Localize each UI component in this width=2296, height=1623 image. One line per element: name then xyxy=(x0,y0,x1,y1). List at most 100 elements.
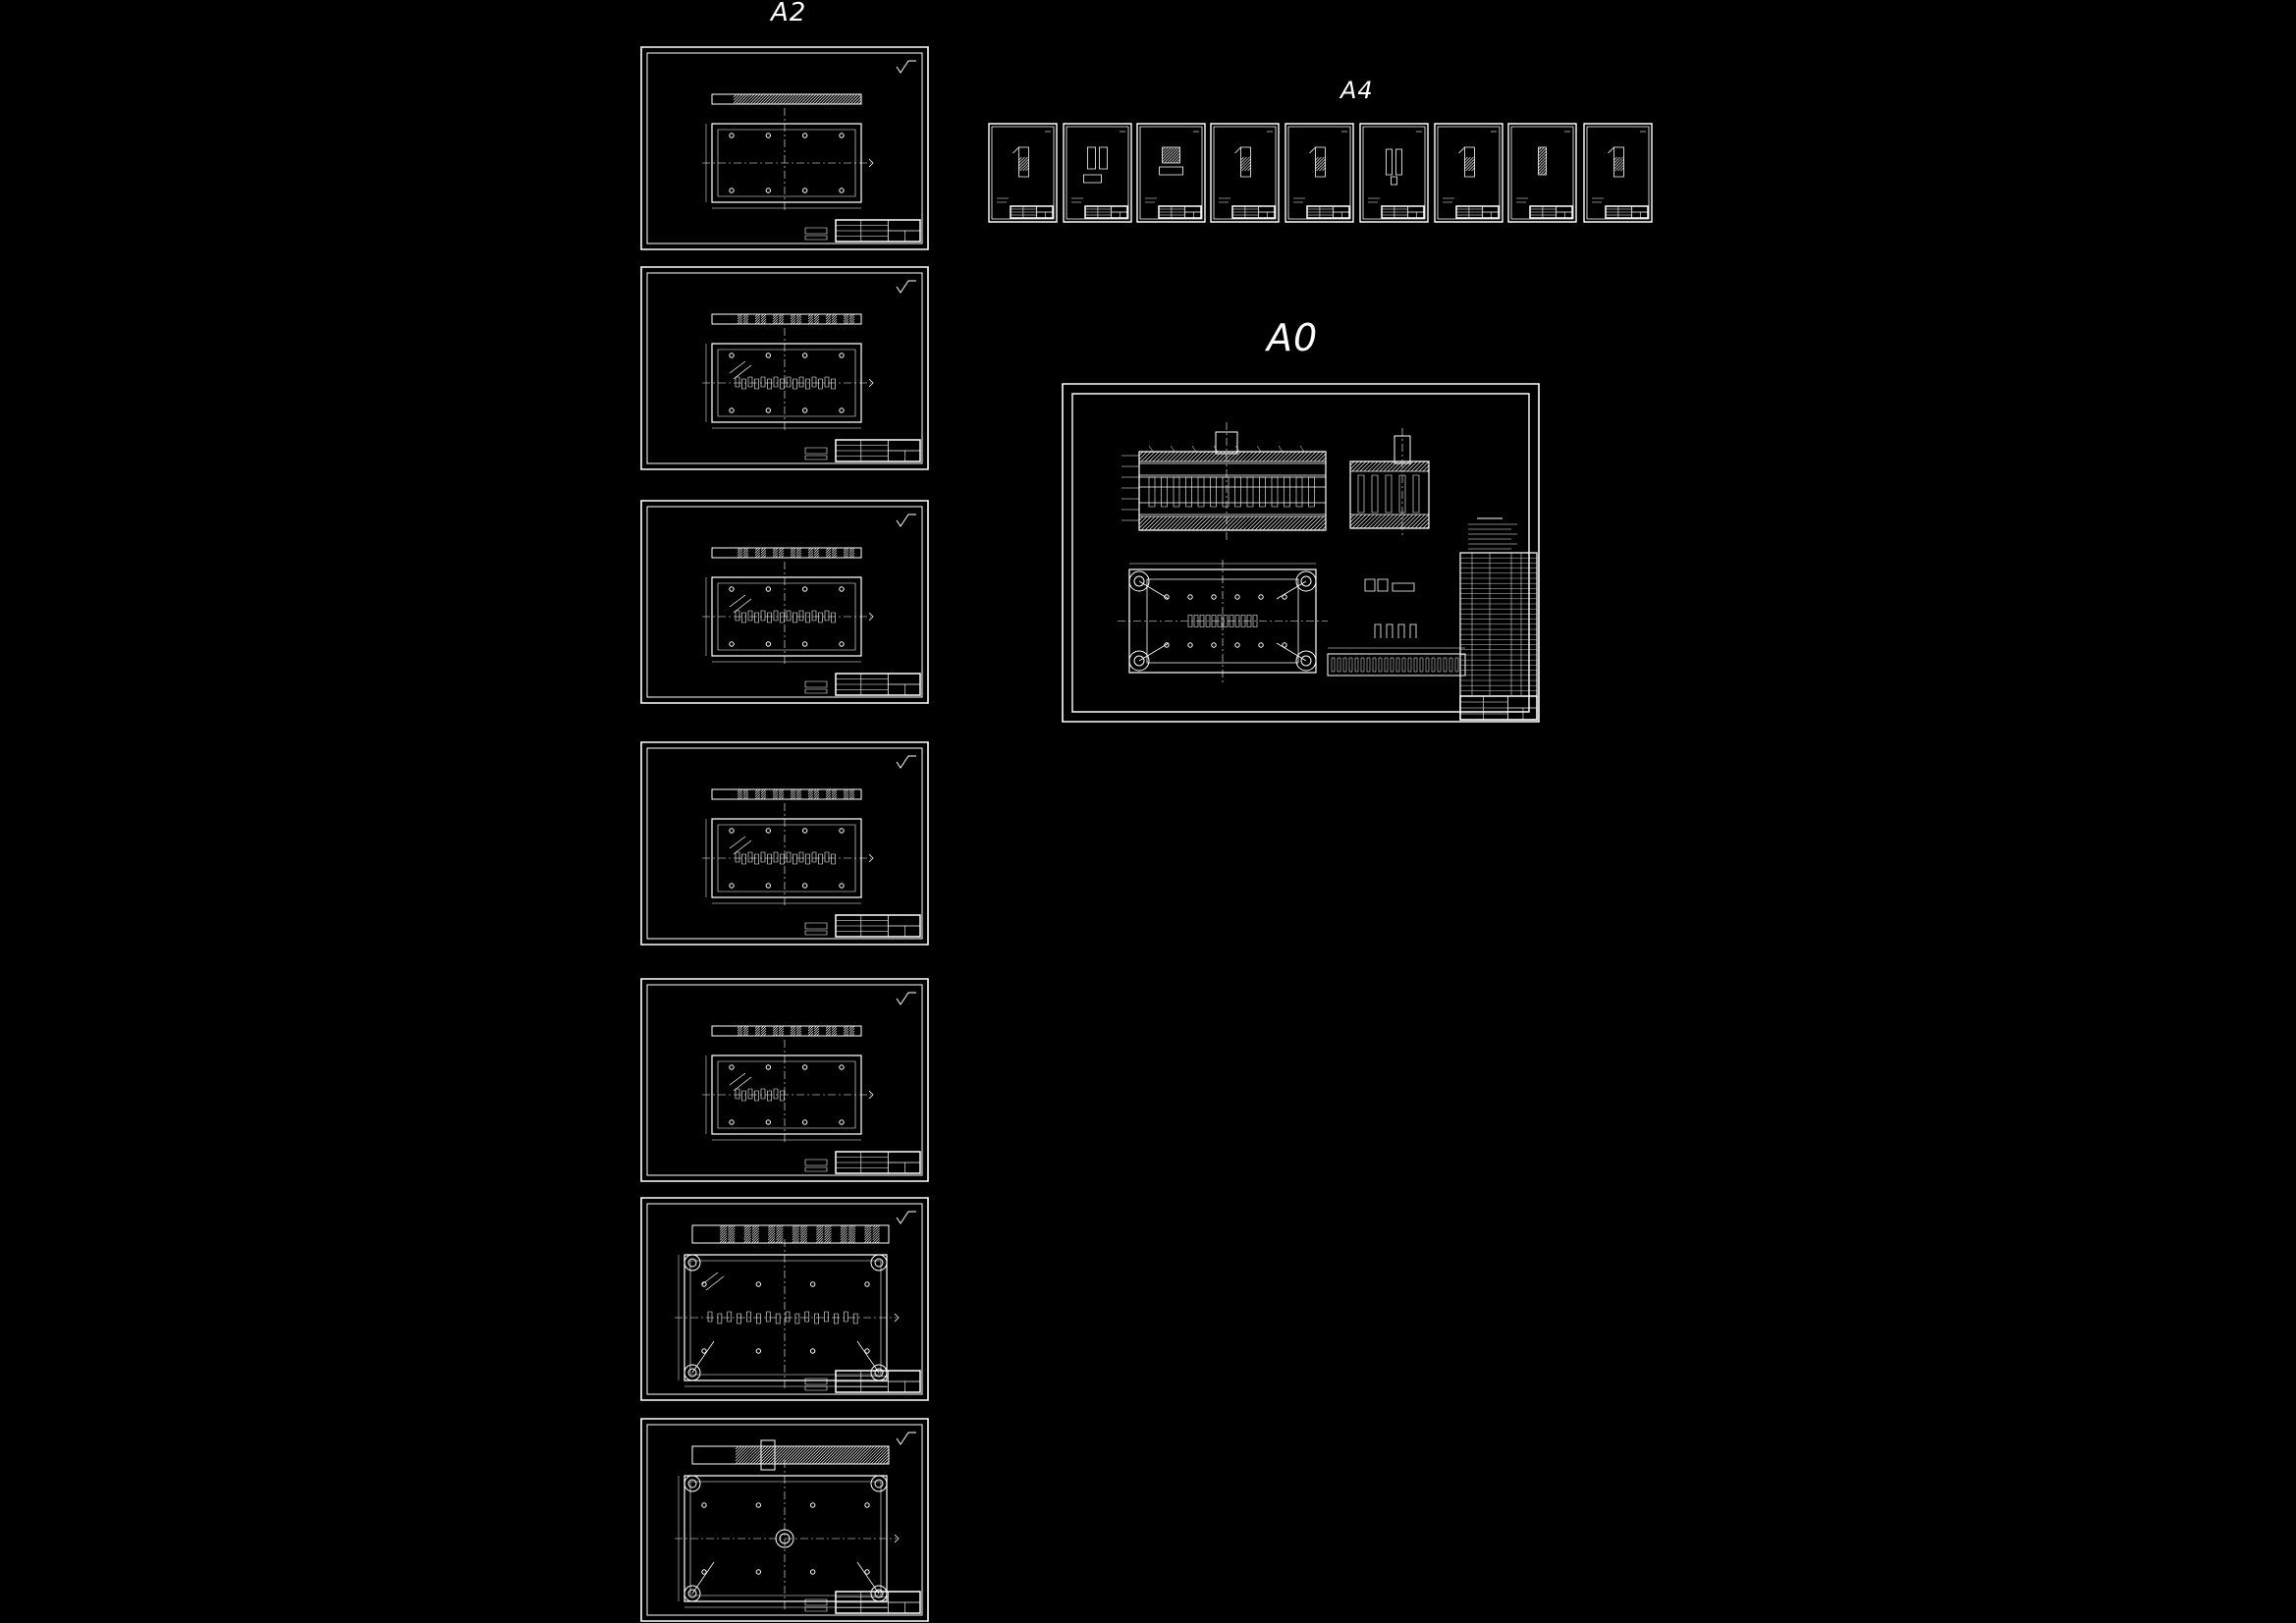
a4-sheet-6 xyxy=(1360,124,1428,222)
title-block xyxy=(1159,206,1201,218)
punch-cavity xyxy=(1188,616,1192,627)
note-lines xyxy=(805,1607,827,1611)
a4-sheet-row xyxy=(989,124,1652,222)
screw-hole xyxy=(766,587,770,591)
sheet-border xyxy=(1584,124,1652,222)
note-lines xyxy=(805,1386,827,1390)
section-view xyxy=(712,314,861,324)
punch xyxy=(1186,477,1192,507)
section-view xyxy=(692,1440,889,1470)
screw-hole xyxy=(766,884,770,888)
screw-hole xyxy=(840,1120,844,1124)
guide-pillar-hole xyxy=(684,1476,700,1491)
roughness-symbol xyxy=(897,1212,916,1223)
punch xyxy=(1211,477,1217,507)
screw-hole xyxy=(1259,643,1263,647)
a0-assembly-sheet[interactable] xyxy=(1063,384,1539,722)
screw-hole xyxy=(1165,643,1169,647)
sheet-inner-frame xyxy=(1438,127,1500,219)
strip-layout xyxy=(1328,648,1465,676)
section-arrow xyxy=(869,854,873,862)
screw-hole xyxy=(810,1282,814,1286)
lower-die-plan-view xyxy=(1118,560,1328,682)
punch xyxy=(1149,477,1155,507)
section-view xyxy=(692,1225,889,1243)
title-block xyxy=(836,440,920,461)
screw-hole xyxy=(1259,595,1263,599)
a4-sheet-3 xyxy=(1137,124,1205,222)
guide-pillar-hole xyxy=(871,1255,887,1271)
screw-hole xyxy=(730,189,734,192)
punch-cavities xyxy=(730,1073,785,1101)
guide-pillar-hole xyxy=(871,1586,887,1601)
punch xyxy=(1162,477,1168,507)
roughness-symbol xyxy=(897,1433,916,1444)
screw-hole xyxy=(1235,643,1239,647)
screw-hole xyxy=(766,829,770,833)
sheet-border xyxy=(1211,124,1279,222)
sheet-inner-frame xyxy=(647,273,922,463)
plan-view xyxy=(675,1239,897,1390)
screw-hole xyxy=(802,884,806,888)
a2-sheet-7 xyxy=(641,1419,928,1621)
group-label-a4: A4 xyxy=(1340,77,1374,104)
screw-hole xyxy=(756,1282,760,1286)
screw-hole xyxy=(766,1120,770,1124)
note-lines xyxy=(805,689,827,693)
screw-hole xyxy=(1283,643,1286,647)
screw-hole xyxy=(840,189,844,192)
screw-hole xyxy=(810,1503,814,1507)
note-lines xyxy=(805,931,827,935)
guide-pillar-hole xyxy=(871,1365,887,1380)
sheet-border xyxy=(1137,124,1205,222)
detail-views xyxy=(1365,579,1416,638)
title-block xyxy=(836,1592,920,1613)
note-lines xyxy=(805,1160,827,1165)
sheet-border xyxy=(641,1198,928,1400)
note-lines xyxy=(805,923,827,929)
part-view xyxy=(1516,132,1570,202)
title-block xyxy=(836,220,920,242)
screw-hole xyxy=(802,189,806,192)
a4-sheet-1 xyxy=(989,124,1057,222)
sheet-border xyxy=(1360,124,1428,222)
sheet-inner-frame xyxy=(647,1204,922,1394)
screw-hole xyxy=(766,408,770,412)
screw-hole xyxy=(1165,595,1169,599)
sheet-inner-frame xyxy=(647,53,922,243)
group-label-a0: A0 xyxy=(1267,316,1319,359)
plan-view xyxy=(702,328,871,432)
punch-cavities xyxy=(730,595,836,622)
punch-cavity xyxy=(1253,616,1257,627)
screw-hole xyxy=(802,642,806,646)
part-view xyxy=(1368,132,1422,202)
screw-hole xyxy=(730,829,734,833)
part-view xyxy=(1592,132,1646,202)
screw-hole xyxy=(840,353,844,357)
title-block xyxy=(1606,206,1648,218)
a4-sheet-7 xyxy=(1435,124,1503,222)
screw-hole xyxy=(730,1120,734,1124)
punch xyxy=(1260,477,1266,507)
punch-cavity xyxy=(1247,616,1251,627)
a4-sheet-8 xyxy=(1508,124,1576,222)
screw-hole xyxy=(756,1349,760,1353)
punch-cavity xyxy=(1194,616,1198,627)
sheet-inner-frame xyxy=(1288,127,1350,219)
note-lines xyxy=(805,1167,827,1171)
punch xyxy=(1223,477,1229,507)
section-arrow xyxy=(869,159,873,167)
sheet-inner-frame xyxy=(992,127,1054,219)
sheet-border xyxy=(989,124,1057,222)
screw-hole xyxy=(840,587,844,591)
a2-sheet-5 xyxy=(641,979,928,1181)
title-block xyxy=(1530,206,1572,218)
guide-pillar-hole xyxy=(684,1586,700,1601)
screw-hole xyxy=(766,189,770,192)
screw-hole xyxy=(756,1503,760,1507)
title-block xyxy=(1011,206,1053,218)
roughness-symbol xyxy=(897,993,916,1004)
punch xyxy=(1247,477,1253,507)
part-view xyxy=(997,132,1051,202)
